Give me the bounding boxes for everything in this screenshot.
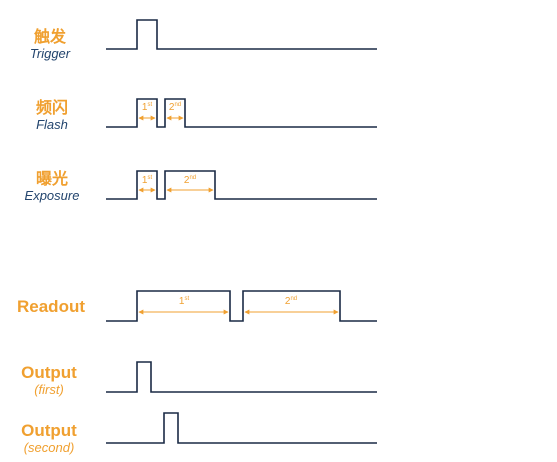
readout-waveform	[106, 290, 377, 322]
readout-label-en: Readout	[17, 297, 85, 316]
readout-first-annotation: 1st	[179, 296, 190, 307]
exposure-second-annotation: 2nd	[184, 175, 196, 186]
flash-label-zh: 频闪	[35, 98, 68, 117]
trigger-label-en: Trigger	[29, 46, 71, 61]
exposure-label-zh: 曝光	[35, 169, 68, 188]
trigger-label-zh: 触发	[33, 27, 66, 46]
readout-second-annotation: 2nd	[285, 296, 297, 307]
flash-first-annotation: 1st	[142, 102, 153, 113]
flash-waveform	[106, 98, 377, 128]
flash-second-annotation: 2nd	[169, 102, 181, 113]
output-first-label: Output (first)	[10, 363, 88, 397]
flash-label-en: Flash	[36, 117, 68, 132]
output-second-label-sub: (second)	[23, 440, 75, 455]
output-first-label-en: Output	[21, 363, 77, 382]
exposure-label-en: Exposure	[24, 188, 80, 203]
readout-label: Readout	[10, 297, 92, 316]
output-second-label-en: Output	[21, 421, 77, 440]
output-second-waveform	[106, 412, 377, 444]
output-first-waveform	[106, 361, 377, 393]
output-first-label-sub: (first)	[34, 382, 64, 397]
exposure-waveform	[106, 170, 377, 200]
exposure-first-annotation: 1st	[142, 175, 153, 186]
trigger-waveform	[106, 19, 377, 50]
trigger-label: 触发 Trigger	[20, 27, 80, 62]
exposure-label: 曝光 Exposure	[18, 169, 86, 204]
flash-label: 频闪 Flash	[20, 98, 84, 133]
output-second-label: Output (second)	[10, 421, 88, 455]
